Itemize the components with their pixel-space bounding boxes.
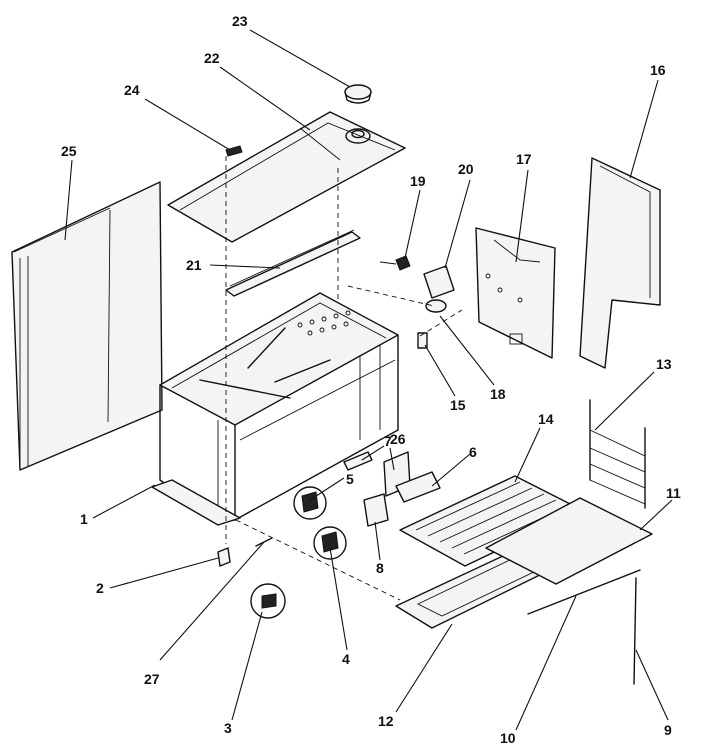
- part-19-lamp-socket: [379, 255, 411, 271]
- callout-23: 23: [232, 13, 248, 29]
- part-26-bracket: [343, 451, 373, 471]
- callout-3: 3: [224, 720, 232, 736]
- part-11-tray: [485, 497, 653, 585]
- callout-labels: 23 22 24 25 19 20 17 16 21 15 18 13 14 6…: [61, 13, 681, 746]
- part-22-top-cover: [167, 111, 406, 243]
- callout-20: 20: [458, 161, 474, 177]
- part-2-clip: [217, 547, 231, 567]
- callout-26: 26: [390, 431, 406, 447]
- part-9-rod: [633, 577, 637, 685]
- part-1-cabinet: [151, 292, 399, 526]
- part-13-grille: [589, 399, 646, 509]
- callout-27: 27: [144, 671, 160, 687]
- leader-lines: [64, 29, 673, 731]
- callout-12: 12: [378, 713, 394, 729]
- callout-21: 21: [186, 257, 202, 273]
- part-20-bracket: [423, 265, 455, 299]
- callout-16: 16: [650, 62, 666, 78]
- part-5-latch: [293, 486, 327, 520]
- part-16-back-panel: [579, 157, 661, 369]
- cabinet-holes: [297, 310, 351, 336]
- callout-10: 10: [500, 730, 516, 746]
- part-18-bulb: [425, 299, 447, 313]
- part-6-pad: [395, 471, 441, 503]
- callout-9: 9: [664, 722, 672, 738]
- callout-6: 6: [469, 444, 477, 460]
- callout-2: 2: [96, 580, 104, 596]
- callout-22: 22: [204, 50, 220, 66]
- callout-17: 17: [516, 151, 532, 167]
- callout-13: 13: [656, 356, 672, 372]
- part-17-control-panel: [475, 227, 556, 359]
- part-15-switch: [417, 332, 428, 349]
- part-8-bracket: [363, 493, 389, 527]
- part-10-rod: [527, 569, 641, 615]
- part-4-latch: [313, 526, 347, 560]
- callout-19: 19: [410, 173, 426, 189]
- callout-8: 8: [376, 560, 384, 576]
- callout-14: 14: [538, 411, 554, 427]
- callout-7: 7: [384, 433, 392, 449]
- callout-24: 24: [124, 82, 140, 98]
- callout-11: 11: [666, 485, 681, 501]
- callout-18: 18: [490, 386, 506, 402]
- callout-1: 1: [80, 511, 88, 527]
- callout-25: 25: [61, 143, 77, 159]
- callout-5: 5: [346, 471, 354, 487]
- callout-15: 15: [450, 397, 466, 413]
- part-23-knob: [344, 84, 372, 104]
- part-24-clip: [225, 145, 243, 157]
- part-25-side-panel: [11, 181, 163, 471]
- callout-4: 4: [342, 651, 350, 667]
- part-3-screw: [250, 583, 286, 619]
- part-21-rail: [225, 229, 361, 297]
- assembly-lines: [225, 156, 463, 601]
